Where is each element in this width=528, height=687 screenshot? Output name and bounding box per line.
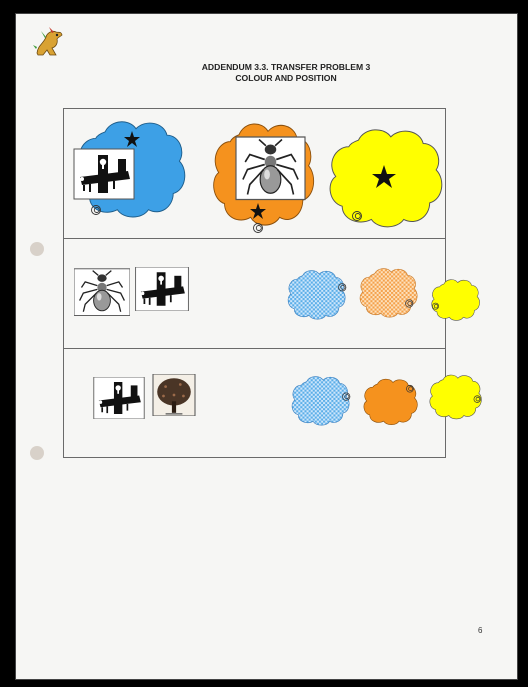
yellow-cloud-with-star bbox=[324, 127, 444, 235]
yellow-cloud bbox=[430, 265, 482, 337]
orange-checkered-cloud bbox=[358, 259, 420, 329]
airplane-card bbox=[134, 267, 190, 311]
example-row bbox=[64, 109, 445, 239]
tree-card bbox=[152, 374, 196, 416]
page-title: ADDENDUM 3.3. TRANSFER PROBLEM 3 COLOUR … bbox=[166, 62, 406, 84]
punch-hole-icon bbox=[30, 446, 44, 460]
exercise-row-1 bbox=[64, 239, 445, 349]
page-number: 6 bbox=[478, 626, 482, 635]
document-page: ADDENDUM 3.3. TRANSFER PROBLEM 3 COLOUR … bbox=[15, 13, 518, 680]
orange-cloud-with-ant bbox=[206, 117, 316, 235]
logo-dragon-icon bbox=[32, 25, 66, 59]
punch-hole-icon bbox=[30, 242, 44, 256]
airplane-card bbox=[91, 377, 147, 419]
blue-checkered-cloud bbox=[290, 369, 352, 435]
yellow-cloud bbox=[428, 367, 484, 429]
blue-cloud-with-airplane bbox=[72, 119, 187, 219]
orange-cloud bbox=[362, 371, 420, 435]
ant-card bbox=[74, 267, 130, 321]
title-line-1: ADDENDUM 3.3. TRANSFER PROBLEM 3 bbox=[166, 62, 406, 73]
title-line-2: COLOUR AND POSITION bbox=[166, 73, 406, 84]
exercise-table bbox=[63, 108, 446, 458]
exercise-row-2 bbox=[64, 349, 445, 457]
blue-checkered-cloud bbox=[286, 261, 348, 331]
